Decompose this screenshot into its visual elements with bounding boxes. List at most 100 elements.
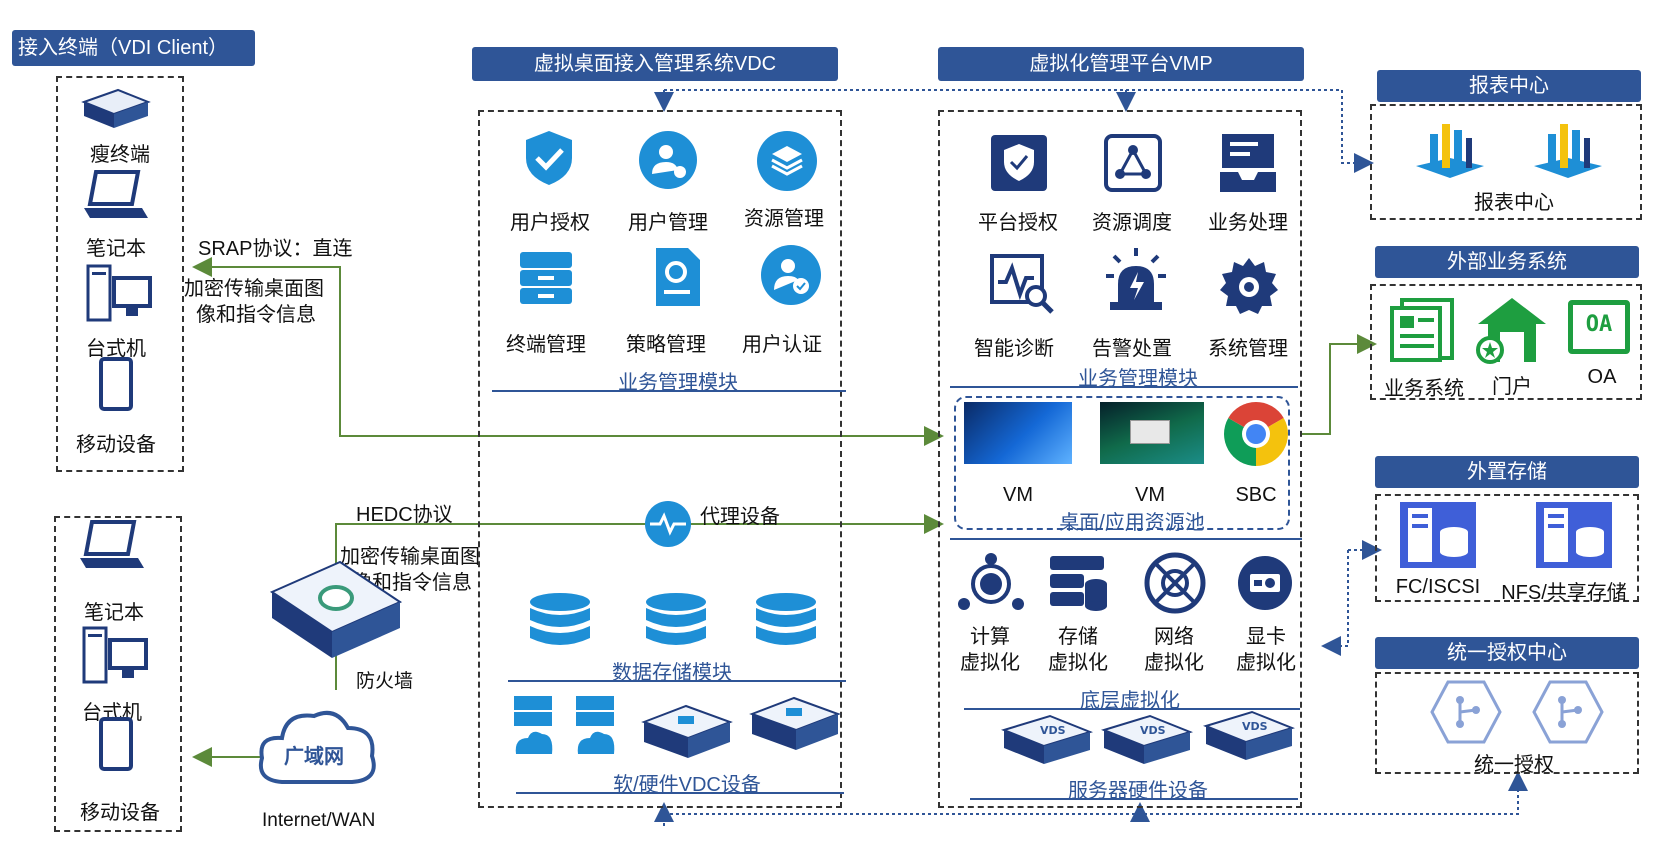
vds-server-icon: VDS <box>1202 710 1296 760</box>
remote-desktop-icon <box>82 626 148 684</box>
mobile-device-icon <box>99 357 133 411</box>
bar-report-icon <box>1416 124 1484 178</box>
storage-server-icon <box>1536 502 1612 568</box>
management-dotted-links <box>654 89 1528 826</box>
srap-desc-line2: 像和指令信息 <box>196 304 316 326</box>
gpu-virt-line2: 虚拟化 <box>1236 652 1296 674</box>
platform-authorization-icon <box>991 135 1047 191</box>
system-management-icon <box>1220 258 1278 314</box>
oa-icon-text: OA <box>1585 312 1613 337</box>
report-center-label: 报表中心 <box>1474 192 1554 214</box>
storage-fc-iscsi: FC/ISCSI <box>1395 576 1481 598</box>
oa-icon: OA <box>1568 300 1630 354</box>
remote-mobile-icon <box>99 717 133 771</box>
compute-virtualization-icon <box>958 553 1024 610</box>
external-storage-title: 外置存储 <box>1375 456 1639 488</box>
vdc-hw-divider <box>516 792 844 794</box>
resource-pool-box <box>954 396 1290 530</box>
pool-item-vm-2: VM <box>1135 484 1165 506</box>
storage-virtualization-icon <box>1050 556 1107 611</box>
vdc-hw-module-label: 软/硬件VDC设备 <box>613 774 761 796</box>
report-center-box <box>1370 104 1642 220</box>
external-portal: 门户 <box>1492 376 1532 398</box>
compute-virt-line2: 虚拟化 <box>960 652 1020 674</box>
vdc-terminal-management: 终端管理 <box>506 334 586 356</box>
vdc-storage-module-label: 数据存储模块 <box>612 662 732 684</box>
network-virt-line2: 虚拟化 <box>1144 652 1204 674</box>
client-device-laptop: 笔记本 <box>86 238 146 260</box>
vmp-base-module-label: 底层虚拟化 <box>1080 690 1180 712</box>
resource-management-icon <box>757 131 817 191</box>
auth-center-label: 统一授权 <box>1474 754 1554 776</box>
resource-scheduling-icon <box>1104 134 1162 192</box>
report-center-title: 报表中心 <box>1377 70 1641 102</box>
remote-laptop-icon <box>80 520 144 568</box>
business-system-icon <box>1390 298 1454 362</box>
vmp-server-module-label: 服务器硬件设备 <box>1068 780 1208 802</box>
wan-cloud-text: 广域网 <box>284 746 344 768</box>
auth-center-title: 统一授权中心 <box>1375 637 1639 669</box>
thin-client-icon <box>81 88 151 128</box>
vdc-policy-management: 策略管理 <box>626 334 706 356</box>
storage-virt-line2: 虚拟化 <box>1048 652 1108 674</box>
vmp-title: 虚拟化管理平台VMP <box>938 47 1304 81</box>
vmp-intelligent-diagnosis: 智能诊断 <box>974 338 1054 360</box>
pool-item-sbc: SBC <box>1235 484 1277 506</box>
vmp-base-divider <box>964 708 1300 710</box>
authorization-hex-icon <box>1532 680 1604 744</box>
pool-item-vm-1: VM <box>1003 484 1033 506</box>
cloud-server-icon <box>514 696 553 754</box>
database-icon <box>756 593 816 645</box>
storage-server-icon <box>1400 502 1476 568</box>
chrome-browser-icon <box>1224 402 1288 466</box>
client-device-thin: 瘦终端 <box>90 144 150 166</box>
remote-device-mobile: 移动设备 <box>80 802 160 824</box>
vdc-title: 虚拟桌面接入管理系统VDC <box>472 47 838 81</box>
vds-server-icon: VDS <box>1100 714 1194 764</box>
vdc-storage-divider <box>508 680 846 682</box>
vmp-mgmt-divider <box>950 386 1298 388</box>
hedc-connector <box>192 514 944 767</box>
client-device-desktop: 台式机 <box>86 338 146 360</box>
hedc-desc-line1: 加密传输桌面图 <box>340 546 480 568</box>
gpu-virtualization-icon <box>1238 556 1292 610</box>
proxy-device-icon <box>645 501 691 547</box>
vdc-proxy-label: 代理设备 <box>700 506 780 528</box>
user-authorization-icon <box>526 131 572 185</box>
database-icon <box>530 593 590 645</box>
desktop-icon <box>86 264 152 322</box>
srap-desc-line1: 加密传输桌面图 <box>184 278 324 300</box>
client-device-box <box>56 76 184 472</box>
firewall-label: 防火墙 <box>356 671 414 692</box>
wan-label: Internet/WAN <box>262 810 376 831</box>
remote-device-laptop: 笔记本 <box>84 602 144 624</box>
vmp-server-divider <box>970 798 1298 800</box>
vds-server-icon: VDS <box>1000 714 1094 764</box>
vdc-user-authorization: 用户授权 <box>510 212 590 234</box>
vdc-mgmt-divider <box>492 390 846 392</box>
srap-protocol-label: SRAP协议：直连 <box>198 238 353 260</box>
authorization-hex-icon <box>1430 680 1502 744</box>
vds-server-tag: VDS <box>1040 724 1066 737</box>
vmp-platform-authorization: 平台授权 <box>978 212 1058 234</box>
firewall-device-icon <box>269 560 403 658</box>
alarm-handling-icon <box>1106 248 1166 310</box>
vm-desktop-screenshot <box>964 402 1072 464</box>
compute-virt-line1: 计算 <box>970 626 1010 648</box>
business-processing-icon <box>1220 134 1276 192</box>
intelligent-diagnosis-icon <box>990 254 1054 314</box>
bar-report-icon <box>1534 124 1602 178</box>
vmp-resource-scheduling: 资源调度 <box>1092 212 1172 234</box>
network-virt-line1: 网络 <box>1154 626 1194 648</box>
hedc-desc-line2: 像和指令信息 <box>352 572 472 594</box>
network-virtualization-icon <box>1144 552 1206 614</box>
vdc-user-management: 用户管理 <box>628 212 708 234</box>
vdc-user-authentication: 用户认证 <box>742 334 822 356</box>
external-connector <box>1300 334 1377 435</box>
portal-icon <box>1476 298 1546 364</box>
external-storage-box <box>1375 494 1639 602</box>
external-oa: OA <box>1587 366 1617 388</box>
vmp-system-management: 系统管理 <box>1208 338 1288 360</box>
terminal-management-icon <box>520 252 572 304</box>
